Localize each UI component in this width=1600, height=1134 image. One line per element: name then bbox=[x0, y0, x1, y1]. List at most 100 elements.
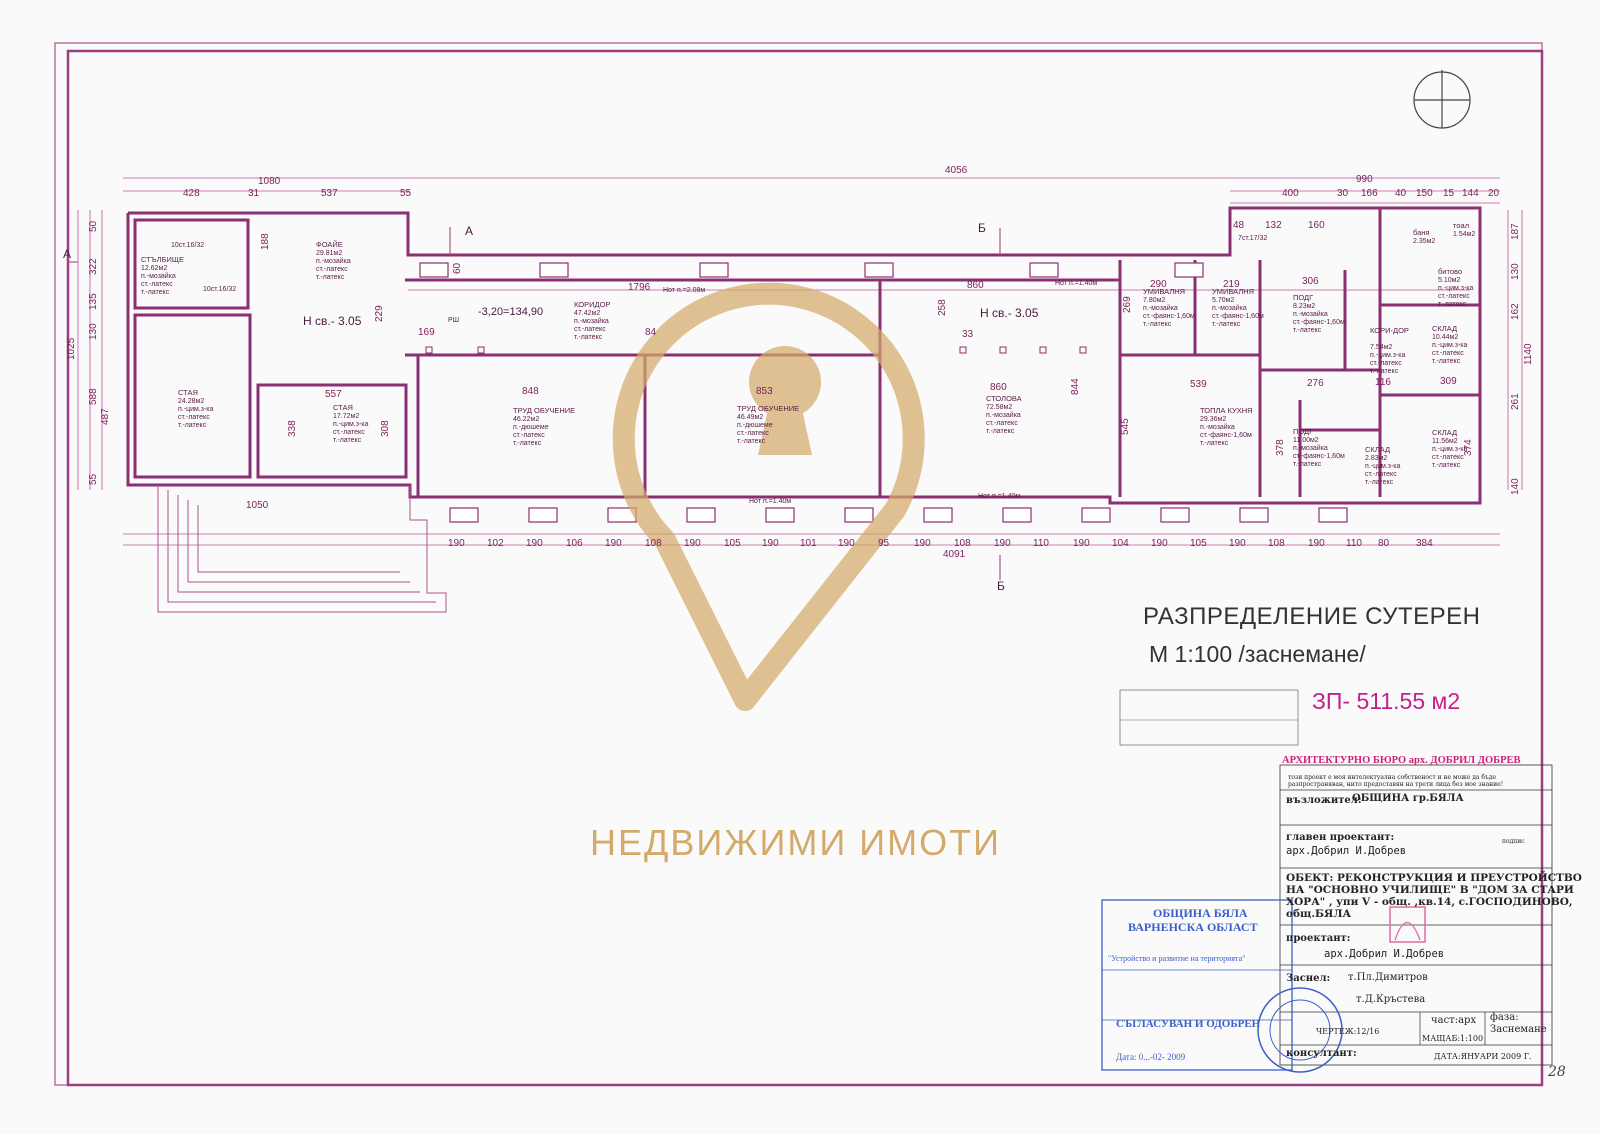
object-line: НА "ОСНОВНО УЧИЛИЩЕ" В "ДОМ ЗА СТАРИ bbox=[1286, 884, 1574, 896]
dim-inner: 853 bbox=[756, 386, 773, 397]
window-bottom bbox=[765, 507, 795, 523]
svg-text:ПОДГ: ПОДГ bbox=[1293, 293, 1313, 302]
room-work-2: ТРУД ОБУЧЕНИЕ 46.49м2 п.-дюшеме ст.-лате… bbox=[737, 404, 799, 445]
sheet-frame-inner bbox=[66, 49, 1544, 1087]
section-b-bottom: Б bbox=[997, 579, 1005, 593]
dim-inner: 60 bbox=[452, 262, 463, 274]
window-bottom bbox=[1081, 507, 1111, 523]
svg-text:10.44м2: 10.44м2 bbox=[1432, 334, 1458, 341]
dim-inner: 308 bbox=[380, 420, 391, 437]
dim-right: 1140 bbox=[1523, 343, 1534, 365]
client-label: възложител: bbox=[1286, 795, 1362, 806]
surveyed-label: Заснел: bbox=[1286, 973, 1331, 984]
approval-stamp bbox=[1101, 899, 1343, 1073]
stamp-line: СЪГЛАСУВАН И ОДОБРЕН bbox=[1116, 1018, 1261, 1030]
svg-text:ст.-латекс: ст.-латекс bbox=[1370, 360, 1402, 367]
window-top bbox=[1029, 262, 1059, 278]
level-right: Н св.- 3.05 bbox=[980, 306, 1039, 320]
window-note: Нот п.=1.40м bbox=[978, 493, 1020, 500]
svg-text:УМИВАЛНЯ: УМИВАЛНЯ bbox=[1212, 287, 1254, 296]
chief-label: главен проектант: bbox=[1286, 832, 1395, 843]
svg-text:СКЛАД: СКЛАД bbox=[1365, 445, 1390, 454]
dim-inner: 848 bbox=[522, 386, 539, 397]
object-line: общ.БЯЛА bbox=[1286, 908, 1352, 920]
client-name: ОБЩИНА гр.БЯЛА bbox=[1352, 793, 1464, 804]
plan-area: ЗП- 511.55 м2 bbox=[1312, 688, 1461, 714]
svg-text:2.35м2: 2.35м2 bbox=[1413, 238, 1435, 245]
room-store-3: СКЛАД 2.83м2 п.-цим.з-ка ст.-латекс т.-л… bbox=[1365, 445, 1401, 486]
svg-text:п.-мозайка: п.-мозайка bbox=[1212, 304, 1247, 312]
svg-text:29.36м2: 29.36м2 bbox=[1200, 416, 1226, 423]
svg-text:п.-мозайка: п.-мозайка bbox=[1293, 444, 1328, 452]
dim-total-bottom: 4091 bbox=[943, 549, 966, 560]
dim-top: 428 bbox=[183, 188, 200, 199]
window-top bbox=[539, 262, 569, 278]
room-labels: СТЪЛБИЩЕ 12.62м2 п.-мозайка ст.-латекс т… bbox=[141, 221, 1475, 486]
dim-left: 1025 bbox=[66, 337, 77, 360]
section-a-left: А bbox=[63, 247, 71, 261]
svg-text:46.22м2: 46.22м2 bbox=[513, 416, 539, 423]
dim-bottom: 108 bbox=[1268, 538, 1285, 549]
dim-bottom: 384 bbox=[1416, 538, 1433, 549]
corridor-level: -3,20=134,90 bbox=[478, 306, 543, 318]
level-labels: Н св.- 3.05 Н св.- 3.05 -3,20=134,90 bbox=[303, 306, 1039, 328]
svg-text:битово: битово bbox=[1438, 267, 1462, 276]
room-dining: СТОЛОВА 72.58м2 п.-мозайка ст.-латекс т.… bbox=[986, 394, 1022, 435]
title-block-grid bbox=[1119, 689, 1553, 1066]
svg-text:72.58м2: 72.58м2 bbox=[986, 404, 1012, 411]
svg-text:п.-мозайка: п.-мозайка bbox=[1143, 304, 1178, 312]
room-store-2: СКЛАД 11.56м2 п.-цим.з-ка ст.-латекс т.-… bbox=[1432, 428, 1468, 469]
svg-text:ст.-латекс: ст.-латекс bbox=[737, 430, 769, 437]
phase-value: Заснемане bbox=[1490, 1024, 1547, 1035]
dim-left: 487 bbox=[100, 408, 111, 425]
svg-text:т.-латекс: т.-латекс bbox=[1212, 321, 1241, 328]
room-prep-1: ПОДГ 8.23м2 п.-мозайка ст.-фаянс-1,60м т… bbox=[1293, 293, 1345, 334]
svg-text:п.-цим.з-ка: п.-цим.з-ка bbox=[1438, 285, 1474, 292]
dim-top: 400 bbox=[1282, 188, 1299, 199]
dim-bottom: 190 bbox=[1151, 538, 1168, 549]
dim-inner: 84 bbox=[645, 327, 657, 338]
dim-inner: 338 bbox=[287, 420, 298, 437]
dim-bottom: 105 bbox=[724, 538, 741, 549]
designer-label: проектант: bbox=[1286, 933, 1351, 944]
dim-total-top: 4056 bbox=[945, 165, 968, 176]
dim-inner: 116 bbox=[1375, 377, 1391, 388]
svg-text:5.70м2: 5.70м2 bbox=[1212, 297, 1234, 304]
svg-text:17.72м2: 17.72м2 bbox=[333, 413, 359, 420]
window-note: Нот п.=1.40м bbox=[1055, 280, 1097, 287]
window-top bbox=[419, 262, 449, 278]
window-bottom bbox=[1160, 507, 1190, 523]
window-bottom bbox=[923, 507, 953, 523]
svg-text:п.-цим.з-ка: п.-цим.з-ка bbox=[333, 421, 369, 428]
window-top bbox=[864, 262, 894, 278]
stair-note: 10ст.16/32 bbox=[203, 286, 236, 293]
window-bottom bbox=[844, 507, 874, 523]
dim-top: 15 bbox=[1443, 188, 1455, 199]
stamp-line: "Устройство и развитие на територията" bbox=[1108, 954, 1246, 963]
dim-bottom: 190 bbox=[526, 538, 543, 549]
drawing-number: ЧЕРТЕЖ:12/16 bbox=[1316, 1027, 1380, 1036]
svg-text:т.-латекс: т.-латекс bbox=[141, 289, 170, 296]
svg-text:т.-латекс: т.-латекс bbox=[1438, 301, 1467, 308]
svg-text:т.-латекс: т.-латекс bbox=[1200, 440, 1229, 447]
svg-text:12.62м2: 12.62м2 bbox=[141, 265, 167, 272]
svg-text:т.-латекс: т.-латекс bbox=[178, 422, 207, 429]
watermark-logo bbox=[612, 282, 925, 711]
dim-top: 20 bbox=[1488, 188, 1500, 199]
signature-label: подпис bbox=[1502, 838, 1525, 845]
level-left: Н св.- 3.05 bbox=[303, 314, 362, 328]
object-line: ХОРА" , упи V - общ. ,кв.14, с.ГОСПОДИНО… bbox=[1286, 896, 1573, 908]
svg-text:п.-дюшеме: п.-дюшеме bbox=[513, 424, 549, 431]
dim-top: 537 bbox=[321, 188, 338, 199]
dim-inner: 306 bbox=[1302, 276, 1319, 287]
svg-text:т.-латекс: т.-латекс bbox=[513, 440, 542, 447]
svg-text:46.49м2: 46.49м2 bbox=[737, 414, 763, 421]
svg-text:ст.-фаянс-1,60м: ст.-фаянс-1,60м bbox=[1293, 319, 1345, 326]
copyright-line: този проект е моя интелектуална собствен… bbox=[1288, 774, 1497, 781]
dim-bottom: 101 bbox=[800, 538, 817, 549]
window-bottom bbox=[1002, 507, 1032, 523]
room-store-1: СКЛАД 10.44м2 п.-цим.з-ка ст.-латекс т.-… bbox=[1432, 324, 1468, 365]
section-a-right: А bbox=[465, 224, 473, 238]
rsh-note: РШ bbox=[448, 317, 459, 324]
dim-bottom: 1050 bbox=[246, 500, 269, 511]
